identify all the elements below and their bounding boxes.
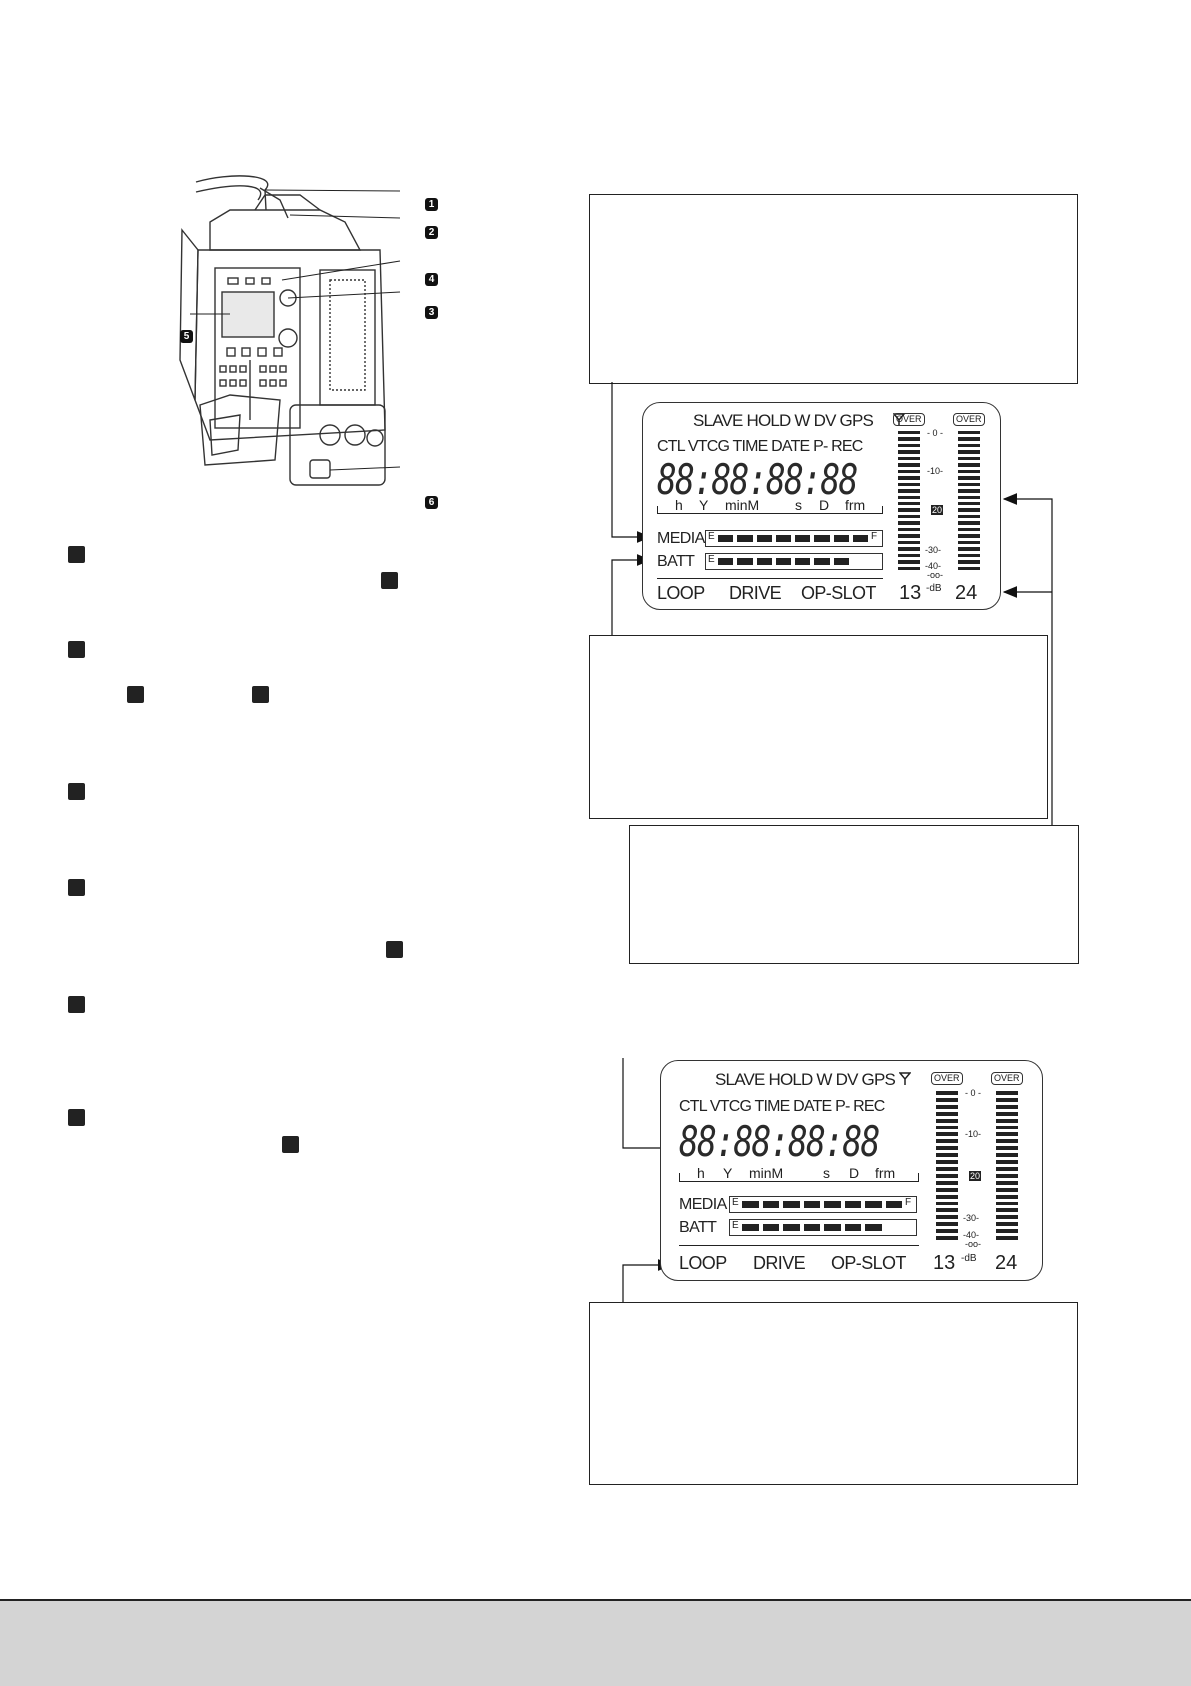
- lcd-status-row: SLAVE HOLD W DV GPS: [693, 411, 874, 430]
- db-inf: -oo-: [927, 570, 944, 580]
- item-marker-5: [68, 996, 85, 1013]
- channel-24: 24: [995, 1252, 1018, 1274]
- media-label: MEDIA: [679, 1196, 727, 1213]
- inline-marker: [252, 686, 269, 703]
- inline-marker: [127, 686, 144, 703]
- batt-label: BATT: [657, 553, 695, 570]
- unit-y: Y: [723, 1165, 733, 1181]
- db-20: 20: [931, 505, 944, 515]
- lcd-status-row: SLAVE HOLD W DV GPS: [715, 1070, 896, 1089]
- over-indicator-right: OVER: [953, 413, 985, 426]
- callout-6: 6: [425, 496, 438, 509]
- description-box-audio: [629, 825, 1079, 964]
- gps-antenna-icon: [899, 1072, 911, 1085]
- lcd-panel-top: SLAVE HOLD W DV GPS CTL VTCG TIME DATE P…: [642, 402, 1001, 610]
- batt-bar: E: [705, 553, 883, 570]
- unit-frm: frm: [845, 497, 866, 513]
- lcd-timecode-digits: 88:88:88:88: [657, 455, 858, 504]
- lcd-timecode-digits: 88:88:88:88: [679, 1117, 880, 1166]
- media-bar: E F: [729, 1196, 917, 1213]
- lcd-panel-bottom: SLAVE HOLD W DV GPS CTL VTCG TIME DATE P…: [660, 1060, 1043, 1281]
- db-10: -10-: [927, 466, 944, 476]
- callout-1: 1: [425, 198, 438, 211]
- callout-2: 2: [425, 226, 438, 239]
- description-box-bottom: [589, 1302, 1078, 1485]
- unit-s: s: [795, 497, 802, 513]
- page-footer-band: [0, 1599, 1191, 1686]
- over-indicator-right: OVER: [991, 1072, 1023, 1085]
- db-20: 20: [969, 1171, 982, 1181]
- drive-label: DRIVE: [753, 1253, 806, 1273]
- description-box-top: [589, 194, 1078, 384]
- channel-13: 13: [933, 1252, 956, 1274]
- inline-marker: [282, 1136, 299, 1153]
- channel-13: 13: [899, 582, 922, 604]
- db-30: -30-: [925, 545, 942, 555]
- inline-marker: [386, 941, 403, 958]
- unit-y: Y: [699, 497, 709, 513]
- callout-3: 3: [425, 306, 438, 319]
- unit-frm: frm: [875, 1165, 896, 1181]
- unit-d: D: [819, 497, 830, 513]
- unit-s: s: [823, 1165, 830, 1181]
- over-indicator-left: OVER: [893, 413, 925, 426]
- batt-bar: E: [729, 1219, 917, 1236]
- db-0: - 0 -: [927, 428, 944, 438]
- item-marker-6: [68, 1109, 85, 1126]
- unit-minm: minM: [749, 1165, 784, 1181]
- drive-label: DRIVE: [729, 583, 782, 603]
- item-marker-3: [68, 783, 85, 800]
- media-label: MEDIA: [657, 530, 705, 547]
- loop-label: LOOP: [679, 1253, 727, 1273]
- item-marker-4: [68, 879, 85, 896]
- channel-24: 24: [955, 582, 978, 604]
- loop-label: LOOP: [657, 583, 705, 603]
- camera-illustration: [179, 175, 401, 486]
- db-inf: -oo-: [965, 1239, 982, 1249]
- op-slot-label: OP-SLOT: [801, 583, 876, 603]
- db-40: -40-: [925, 561, 942, 571]
- callout-5: 5: [180, 330, 193, 343]
- media-bar: E F: [705, 530, 883, 547]
- db-10: -10-: [965, 1129, 982, 1139]
- inline-marker: [381, 572, 398, 589]
- batt-label: BATT: [679, 1219, 717, 1236]
- lcd-mode-row: CTL VTCG TIME DATE P- REC: [657, 438, 863, 455]
- db-0: - 0 -: [965, 1088, 982, 1098]
- item-marker-2: [68, 641, 85, 658]
- op-slot-label: OP-SLOT: [831, 1253, 906, 1273]
- description-box-media-batt: [589, 635, 1048, 819]
- db-unit: -dB: [961, 1253, 977, 1264]
- item-marker-1: [68, 546, 85, 563]
- callout-4: 4: [425, 273, 438, 286]
- db-40: -40-: [963, 1230, 980, 1240]
- unit-minm: minM: [725, 497, 760, 513]
- over-indicator-left: OVER: [931, 1072, 963, 1085]
- unit-h: h: [697, 1165, 705, 1181]
- db-unit: -dB: [926, 583, 942, 594]
- unit-h: h: [675, 497, 683, 513]
- unit-d: D: [849, 1165, 860, 1181]
- db-30: -30-: [963, 1213, 980, 1223]
- lcd-mode-row: CTL VTCG TIME DATE P- REC: [679, 1098, 885, 1115]
